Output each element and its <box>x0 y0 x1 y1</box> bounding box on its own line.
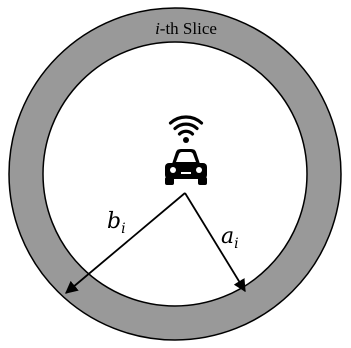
radius-a-subscript: i <box>234 236 238 252</box>
radius-a-symbol: a <box>221 224 234 249</box>
radius-a-arrow <box>184 192 246 293</box>
slice-label-text: -th Slice <box>160 19 217 38</box>
wifi-signal-icon <box>168 115 204 143</box>
slice-label: i-th Slice <box>155 19 217 38</box>
radius-b-symbol: b <box>107 209 121 234</box>
radius-a-label: ai <box>221 224 239 252</box>
connected-car-icon <box>165 149 207 185</box>
slice-ring <box>9 8 341 340</box>
radius-b-arrow <box>65 192 186 294</box>
radius-b-subscript: i <box>121 221 125 237</box>
slice-index: i <box>155 19 160 38</box>
outer-boundary <box>8 7 342 341</box>
radius-b-label: bi <box>107 209 126 237</box>
